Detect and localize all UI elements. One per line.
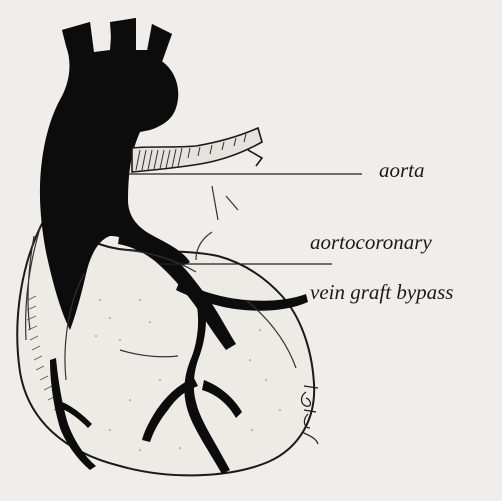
label-aortocoronary: aortocoronary bbox=[310, 232, 432, 253]
label-aorta: aorta bbox=[379, 160, 425, 181]
left-carotid bbox=[110, 18, 136, 54]
label-vein-graft-bypass: vein graft bypass bbox=[310, 282, 453, 303]
